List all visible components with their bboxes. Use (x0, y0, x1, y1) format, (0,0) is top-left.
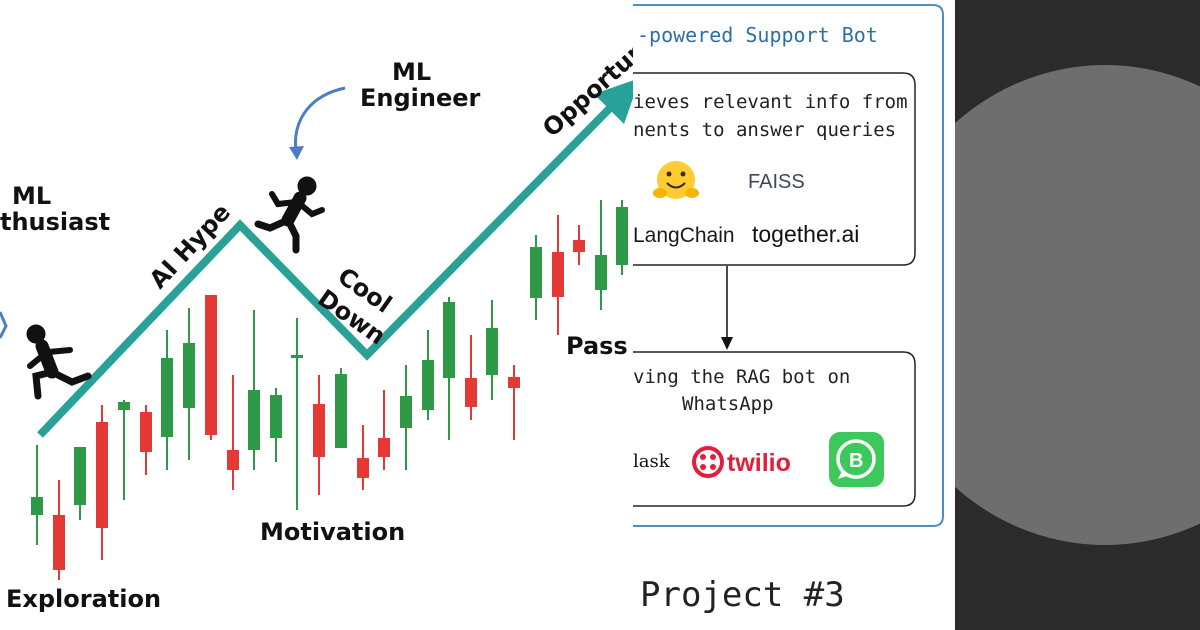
project-title: -powered Support Bot (637, 23, 878, 47)
candle-body (422, 360, 434, 410)
hugging-face-emoji-icon (653, 161, 699, 199)
candlestick-chart (31, 200, 628, 580)
deployment-line1: ving the RAG bot on (633, 366, 850, 388)
candle-body (573, 240, 585, 252)
ml-engineer-label-line1: ML (392, 58, 431, 86)
candle-body (443, 302, 455, 378)
exploration-label: Exploration (6, 585, 161, 613)
candle-body (270, 395, 282, 438)
twilio-icon (692, 446, 724, 478)
trend-arrowhead (594, 78, 640, 124)
candle-body (118, 402, 130, 410)
dark-side-panel (955, 0, 1200, 630)
retrieval-line2: nents to answer queries (633, 119, 896, 141)
whatsapp-business-icon: B (829, 432, 884, 487)
connector-arrowhead (721, 337, 733, 350)
candle-body (552, 252, 564, 297)
grey-disc-decoration (955, 65, 1200, 545)
candle-body (183, 343, 195, 408)
twilio-logo-text: twilio (727, 449, 791, 477)
candle-body (161, 358, 173, 437)
candle-body (140, 412, 152, 452)
candle-body (31, 497, 43, 515)
candle-body (530, 247, 542, 298)
retrieval-box (633, 72, 916, 266)
enthusiast-label-line1: ML (12, 182, 51, 210)
curved-arrowhead (289, 146, 304, 160)
candle-body (357, 458, 369, 478)
project-panel-border (633, 4, 944, 527)
candle-body (291, 355, 303, 358)
faiss-logo-text: FAISS (748, 171, 805, 193)
deployment-box (633, 351, 916, 507)
candle-body (508, 377, 520, 388)
candle-body (378, 438, 390, 457)
candle-body (248, 390, 260, 450)
langchain-logo-text: LangChain (633, 224, 735, 247)
retrieval-line1: ieves relevant info from (633, 91, 908, 113)
candle-body (400, 396, 412, 428)
candle-body (616, 207, 628, 265)
running-person-icon (254, 176, 325, 254)
passion-label: Pass (566, 332, 628, 360)
candle-body (74, 447, 86, 505)
motivation-label: Motivation (260, 518, 405, 546)
candle-body (313, 404, 325, 457)
candle-body (96, 422, 108, 528)
curved-arrow-icon (294, 86, 346, 153)
ml-engineer-label-line2: Engineer (360, 84, 481, 112)
project-caption: Project #3 (640, 575, 845, 615)
candle-body (205, 295, 217, 435)
svg-text:B: B (849, 450, 863, 472)
left-arrow-fragment (0, 311, 8, 339)
candle-body (486, 328, 498, 375)
flask-logo-text: lask (633, 451, 671, 472)
climbing-person-icon (26, 324, 92, 400)
trend-line (37, 105, 613, 438)
candle-body (53, 515, 65, 570)
enthusiast-label-line2: thusiast (0, 208, 110, 236)
candle-body (465, 378, 477, 407)
candle-body (335, 374, 347, 448)
deployment-line2: WhatsApp (682, 393, 774, 415)
together-ai-logo-text: together.ai (752, 221, 859, 247)
candle-body (595, 255, 607, 290)
candle-body (227, 450, 239, 470)
